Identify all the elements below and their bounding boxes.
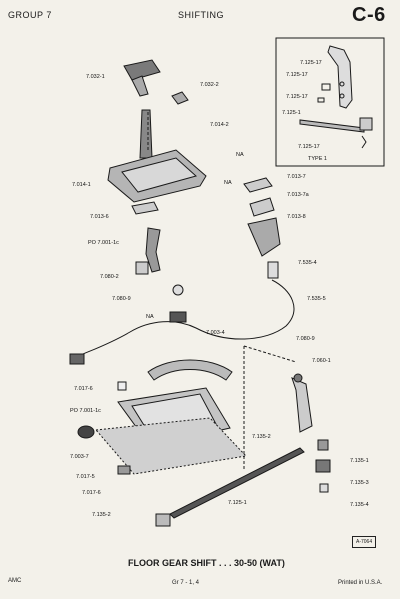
part-callout: 7.535-5 — [307, 296, 326, 302]
part-callout: 7.080-2 — [100, 274, 119, 280]
part-callout: 7.003-7 — [70, 454, 89, 460]
knob-nut — [171, 91, 189, 105]
part-callout: 7.013-7 — [287, 174, 306, 180]
part-callout: PO 7.001-1c — [70, 408, 101, 414]
switch-bracket — [247, 217, 281, 257]
inset-linkage — [299, 45, 373, 149]
shift-rod-lever — [291, 377, 313, 433]
part-callout: NA — [224, 180, 232, 186]
grommet — [77, 425, 95, 439]
part-callout: 7.013-8 — [287, 214, 306, 220]
page-number: C-6 — [352, 4, 386, 26]
part-callout: 7.080-9 — [112, 296, 131, 302]
section-title: SHIFTING — [178, 10, 224, 20]
part-callout: 7.135-3 — [350, 480, 369, 486]
footer-right: Printed in U.S.A. — [338, 580, 383, 586]
part-callout: PO 7.001-1c — [88, 240, 119, 246]
shift-lever — [145, 227, 161, 273]
part-callout: 7.032-1 — [86, 74, 105, 80]
part-callouts: 7.032-17.032-27.014-27.014-1NANA7.013-77… — [70, 74, 369, 518]
part-callout: 7.535-4 — [298, 260, 317, 266]
part-callout: 7.014-1 — [72, 182, 91, 188]
part-callout: 7.135-4 — [350, 502, 369, 508]
shift-knob — [123, 59, 161, 97]
part-callout: 7.013-6 — [90, 214, 109, 220]
part-callout: 7.032-2 — [200, 82, 219, 88]
inset-callouts: 7.125-17 7.125-17 7.125-17 7.125-1 7.125-17 — [282, 60, 322, 150]
part-callout: NA — [146, 314, 154, 320]
part-callout: 7.080-9 — [296, 336, 315, 342]
part-callout: 7.017-5 — [76, 474, 95, 480]
lever-nut — [135, 261, 149, 275]
part-callout: 7.060-1 — [312, 358, 331, 364]
inset-callout: 7.125-17 — [286, 72, 308, 78]
shifter-boot — [107, 109, 207, 203]
inset-caption: TYPE 1 — [308, 156, 327, 162]
part-callout: 7.017-6 — [82, 490, 101, 496]
group-label: GROUP 7 — [8, 10, 52, 20]
footer-center: Gr 7 - 1, 4 — [172, 580, 200, 586]
shifter-base — [94, 387, 248, 475]
figure-caption: FLOOR GEAR SHIFT . . . 30-50 (WAT) — [128, 558, 285, 568]
harness-connector — [169, 311, 187, 323]
part-callout: 7.135-2 — [92, 512, 111, 518]
part-callout: 7.135-1 — [350, 458, 369, 464]
shift-rod — [169, 447, 305, 519]
crossmember-bracket — [147, 359, 233, 381]
part-callout: 7.014-2 — [210, 122, 229, 128]
inset-callout: 7.125-17 — [300, 60, 322, 66]
footer-left: AMC — [8, 578, 22, 584]
part-callout: 7.017-6 — [74, 386, 93, 392]
inset-callout: 7.125-17 — [298, 144, 320, 150]
part-callout: 7.013-7a — [287, 192, 310, 198]
backup-switch — [267, 261, 279, 279]
inset-callout: 7.125-1 — [282, 110, 301, 116]
part-callout: 7.125-1 — [228, 500, 247, 506]
lever-plate — [131, 201, 159, 215]
part-callout: 7.003-4 — [206, 330, 225, 336]
part-callout: NA — [236, 152, 244, 158]
inset-callout: 7.125-17 — [286, 94, 308, 100]
wiring-harness — [73, 279, 295, 359]
part-callout: 7.135-2 — [252, 434, 271, 440]
inset-frame — [275, 37, 385, 167]
figure-id: A-7064 — [352, 536, 377, 548]
